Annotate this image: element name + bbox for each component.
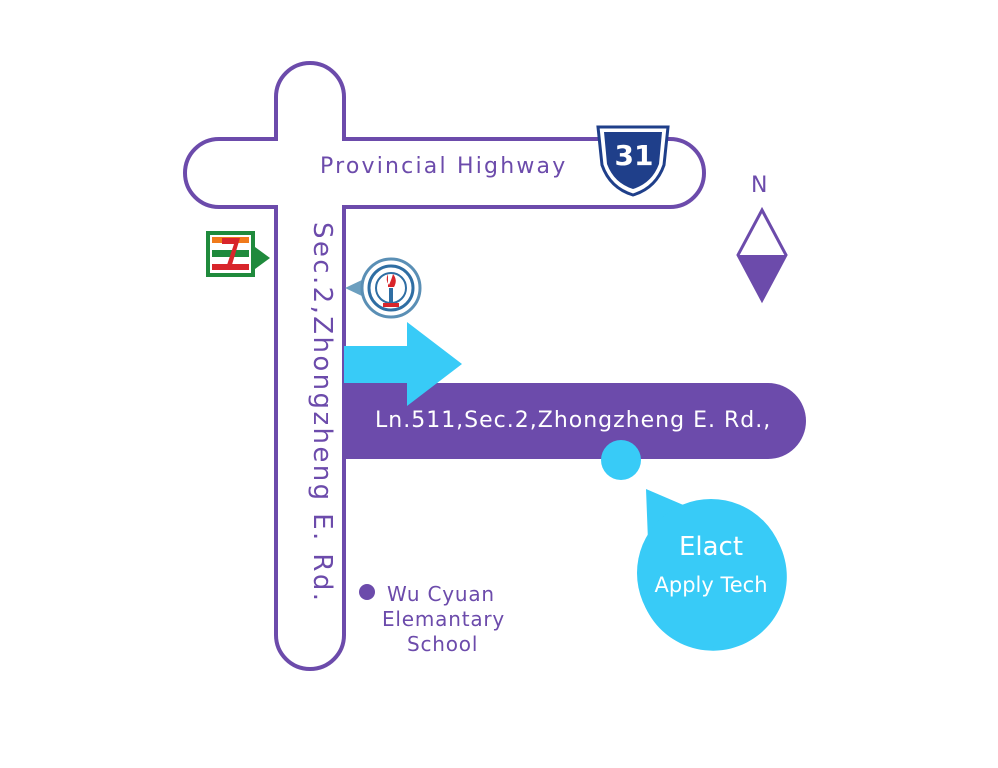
route-shield-number: 31 — [614, 139, 654, 172]
seven-eleven-icon — [206, 231, 270, 277]
destination-dot — [601, 440, 641, 480]
school-emblem-icon — [345, 257, 422, 319]
destination-subname: Apply Tech — [654, 573, 768, 597]
route-shield-icon — [596, 125, 670, 197]
north-arrow-icon — [736, 206, 788, 304]
destination-name: Elact — [678, 532, 744, 562]
north-label: N — [751, 173, 768, 198]
lane-name-label: Ln.511,Sec.2,Zhongzheng E. Rd., — [375, 408, 772, 433]
highway-name-label: Provincial Highway — [320, 154, 568, 179]
lane-bar — [344, 383, 806, 459]
school-name-line3: School — [407, 632, 479, 656]
school-name-line2: Elemantary — [382, 607, 506, 631]
road-outline — [183, 60, 706, 671]
vertical-road-name-label: Sec.2,Zhongzheng E. Rd. — [307, 222, 337, 604]
school-name-line1: Wu Cyuan — [387, 582, 495, 606]
direction-arrow — [344, 322, 462, 406]
school-marker-dot — [359, 584, 375, 600]
